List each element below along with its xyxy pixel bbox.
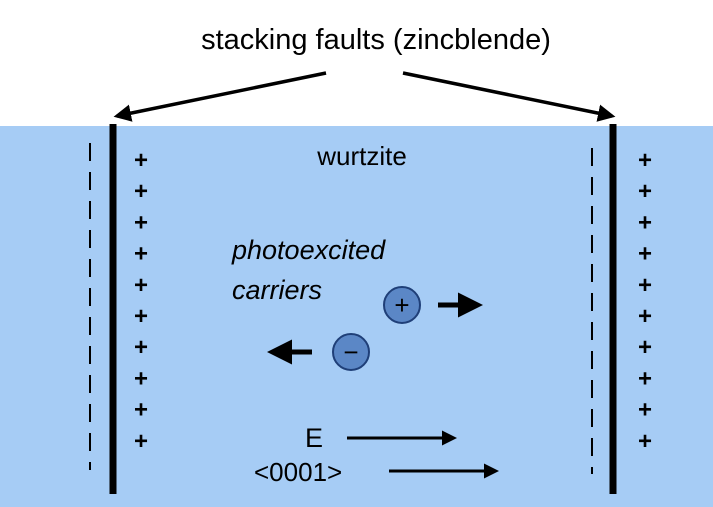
wurtzite-label: wurtzite <box>316 141 407 171</box>
negative-carrier-symbol: − <box>343 337 358 367</box>
positive-carrier-symbol: + <box>394 290 409 320</box>
left-plus-sign: + <box>134 303 148 330</box>
title-text: stacking faults (zincblende) <box>201 24 551 56</box>
wurtzite-region <box>0 126 713 507</box>
left-plus-sign: + <box>134 272 148 299</box>
left-plus-sign: + <box>134 147 148 174</box>
left-plus-sign: + <box>134 428 148 455</box>
right-plus-sign: + <box>638 334 652 361</box>
right-plus-sign: + <box>638 147 652 174</box>
left-plus-sign: + <box>134 209 148 236</box>
left-plus-sign: + <box>134 334 148 361</box>
negative-carrier <box>332 333 370 371</box>
right-plus-sign: + <box>638 209 652 236</box>
left-plus-sign: + <box>134 178 148 205</box>
right-plus-sign: + <box>638 303 652 330</box>
right-plus-sign: + <box>638 241 652 268</box>
field-label: E <box>305 423 323 453</box>
left-plus-sign: + <box>134 365 148 392</box>
right-plus-sign: + <box>638 365 652 392</box>
positive-carrier <box>383 286 421 324</box>
direction-label: <0001> <box>254 457 342 487</box>
carriers-label-line2: carriers <box>232 275 322 305</box>
left-positive-charge-column: + + + + + + + + + + <box>134 147 148 455</box>
right-plus-sign: + <box>638 428 652 455</box>
right-fault-arrow <box>402 71 616 122</box>
right-plus-sign: + <box>638 397 652 424</box>
right-positive-charge-column: + + + + + + + + + + <box>638 147 652 455</box>
right-plus-sign: + <box>638 272 652 299</box>
left-plus-sign: + <box>134 397 148 424</box>
right-plus-sign: + <box>638 178 652 205</box>
left-plus-sign: + <box>134 241 148 268</box>
carriers-label-line1: photoexcited <box>231 235 386 265</box>
left-fault-arrow <box>113 71 327 122</box>
